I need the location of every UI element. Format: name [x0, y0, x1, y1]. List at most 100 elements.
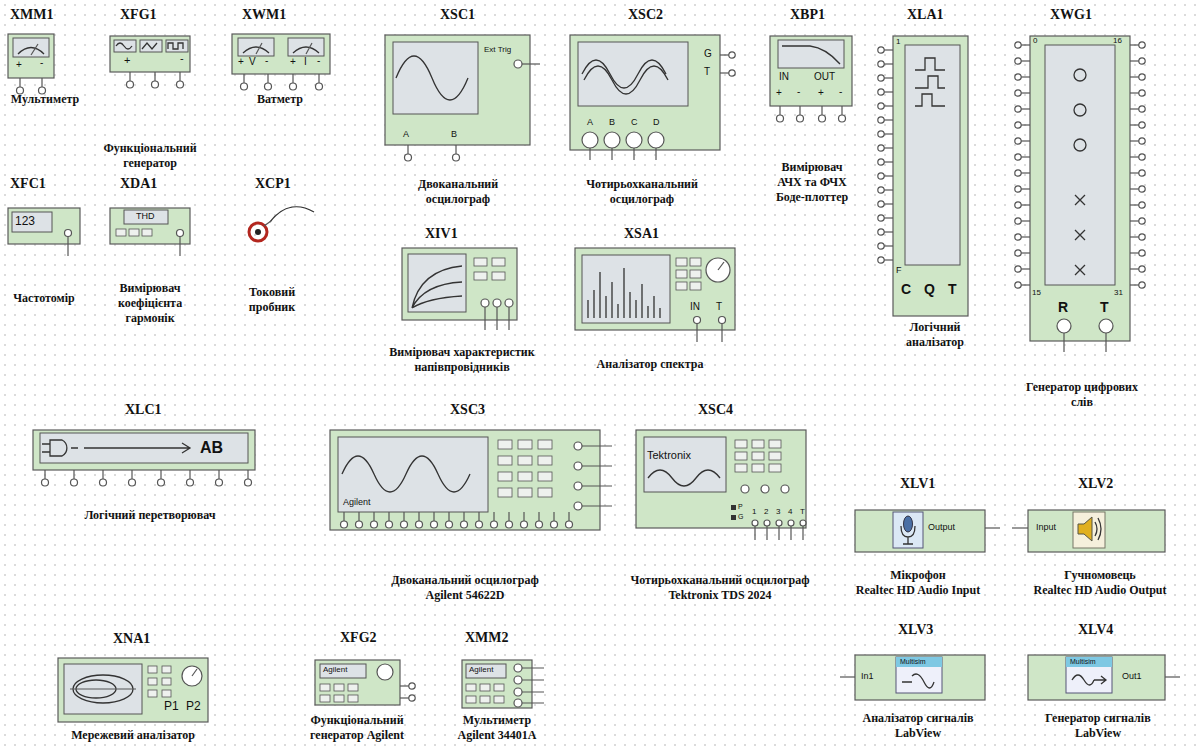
caption-line: Чотирьохканальний осцилограф — [630, 573, 809, 588]
network-analyzer-icon — [148, 690, 157, 697]
speaker-icon — [1012, 510, 1165, 552]
agilent-function-generator-icon — [348, 695, 358, 702]
four-channel-oscilloscope-icon — [626, 132, 642, 148]
wattmeter-icon — [293, 47, 319, 53]
ref-designator: XMM2 — [465, 630, 509, 646]
pin-row — [878, 47, 893, 53]
pin-row — [158, 470, 165, 486]
agilent-oscilloscope-icon — [518, 472, 532, 481]
word-generator-icon — [1075, 195, 1085, 275]
function-generator-icon — [114, 40, 136, 52]
iv-analyzer-icon — [505, 299, 513, 307]
labview-analyzer-icon — [896, 657, 942, 693]
word-generator-icon — [1074, 69, 1086, 81]
tektronix-oscilloscope-icon — [761, 485, 769, 493]
instrument-label: + — [238, 57, 244, 67]
instrument-label: IN — [779, 72, 789, 82]
instrument-label: Output — [928, 523, 955, 532]
distortion-analyzer-icon — [177, 230, 184, 237]
agilent-multimeter-icon — [514, 664, 522, 672]
instrument-caption: Мережевий аналізатор — [71, 728, 195, 743]
instrument-caption: Логічний перетворювач — [84, 508, 215, 523]
pin-row — [356, 512, 363, 528]
instrument-label: OUT — [814, 72, 835, 82]
instrument-label: C — [631, 118, 638, 127]
pin-row — [1015, 170, 1030, 176]
microphone-icon — [904, 516, 913, 532]
agilent-function-generator-icon — [400, 695, 415, 701]
pin-row — [1130, 282, 1145, 288]
pin-row — [878, 131, 893, 137]
agilent-multimeter-icon — [514, 676, 522, 684]
multimeter-icon — [8, 34, 54, 94]
labview-generator-icon — [1165, 676, 1180, 677]
agilent-oscilloscope-icon — [518, 488, 532, 497]
pin-row — [1130, 234, 1145, 240]
instrument-caption: Мікрофон Realtec HD Audio Input — [856, 568, 980, 598]
pin-row — [1130, 74, 1145, 80]
distortion-analyzer-icon — [142, 229, 152, 236]
bode-plotter-icon — [770, 36, 852, 122]
instrument-label: Q — [924, 282, 935, 296]
iv-analyzer-icon — [412, 266, 462, 308]
tektronix-oscilloscope-icon — [648, 470, 720, 486]
function-generator-icon — [116, 43, 132, 49]
instrument-label: - — [40, 58, 43, 68]
word-generator-icon — [1030, 36, 1130, 341]
spectrum-analyzer-icon — [696, 324, 697, 343]
instrument-label: Agilent — [343, 498, 371, 507]
network-analyzer-icon — [162, 678, 171, 685]
network-analyzer-icon — [58, 658, 208, 722]
instrument-label: I — [304, 57, 307, 67]
four-channel-oscilloscope-icon — [720, 52, 735, 58]
instrument-caption: Вимірювач характеристик напівпровідників — [389, 345, 534, 375]
agilent-multimeter-icon — [480, 684, 490, 691]
agilent-multimeter-icon — [466, 684, 476, 691]
distortion-analyzer-icon — [110, 208, 190, 244]
tektronix-oscilloscope-icon — [764, 520, 770, 526]
instrument-label: 2 — [764, 508, 768, 516]
caption-line: Аналізатор сигналів — [863, 711, 974, 726]
pin-row — [386, 512, 393, 528]
instrument-label: P — [738, 503, 743, 510]
pin-row — [1015, 266, 1030, 272]
pin-row — [878, 229, 893, 235]
logic-analyzer-icon — [905, 45, 960, 265]
labview-analyzer-icon — [840, 676, 855, 677]
caption-line: Двоканальний — [418, 177, 498, 192]
bode-plotter-icon — [777, 106, 784, 122]
agilent-function-generator-icon — [320, 695, 330, 702]
tektronix-oscilloscope-icon — [769, 452, 781, 460]
instrument-caption: Функціональний генератор Agilent — [310, 713, 404, 743]
wattmeter-icon — [238, 38, 274, 56]
agilent-function-generator-icon — [377, 664, 393, 680]
pin-row — [878, 159, 893, 165]
tektronix-oscilloscope-icon — [769, 464, 781, 472]
agilent-multimeter-icon — [514, 699, 522, 707]
caption-line: LabView — [863, 726, 974, 741]
agilent-function-generator-icon — [320, 684, 330, 691]
ref-designator: XBP1 — [790, 7, 825, 23]
tektronix-oscilloscope-icon — [731, 505, 736, 510]
microphone-icon — [985, 527, 1000, 528]
instrument-caption: Мультиметр Agilent 34401A — [458, 713, 537, 743]
instrument-caption: Двоканальний осцилограф Agilent 54622D — [391, 573, 539, 603]
frequency-counter-icon — [65, 230, 72, 237]
agilent-multimeter-icon — [514, 688, 522, 696]
caption-line: АЧХ та ФЧХ — [776, 175, 848, 190]
four-channel-oscilloscope-icon — [582, 60, 666, 88]
pin-row — [878, 103, 893, 109]
pin-row — [1130, 170, 1145, 176]
instrument-label: 4 — [788, 508, 792, 516]
pin-row — [878, 75, 893, 81]
microphone-icon — [901, 526, 915, 544]
microphone-icon — [855, 510, 1000, 552]
labview-generator-icon — [1066, 657, 1112, 693]
agilent-oscilloscope-icon — [330, 430, 600, 530]
instrument-label: 15 — [1032, 289, 1041, 297]
wattmeter-icon — [232, 34, 330, 74]
pin-row — [1130, 90, 1145, 96]
labview-generator-icon — [1028, 655, 1165, 700]
wattmeter-icon — [288, 38, 324, 56]
agilent-oscilloscope-icon — [330, 430, 612, 530]
